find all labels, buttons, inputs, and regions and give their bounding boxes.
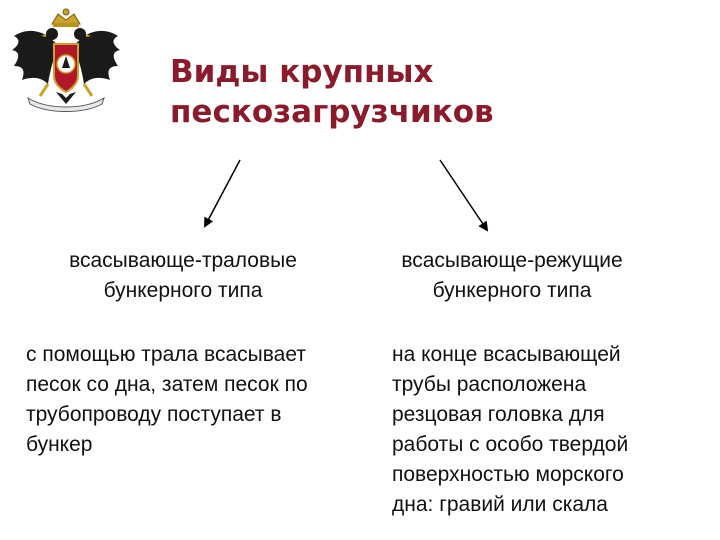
left-desc-line: песок со дна, затем песок по (26, 373, 308, 396)
right-desc-line: дна: гравий или скала (392, 493, 608, 516)
right-desc-line: на конце всасывающей (392, 343, 621, 366)
title-line-1: Виды крупных (170, 54, 434, 90)
right-desc-line: трубы расположена (392, 373, 587, 396)
left-type-label: всасывающе-траловые бункерного типа (18, 246, 348, 306)
right-wing-icon (74, 30, 120, 84)
title-line-2: пескозагрузчиков (170, 94, 494, 130)
right-type-line-2: бункерного типа (432, 279, 592, 302)
right-type-line-1: всасывающе-режущие (401, 249, 623, 272)
right-desc-line: поверхностью морского (392, 463, 624, 486)
right-description: на конце всасывающей трубы расположена р… (392, 340, 692, 520)
left-type-line-1: всасывающе-траловые (69, 249, 297, 272)
left-desc-line: с помощью трала всасывает (26, 343, 306, 366)
ribbon-icon (27, 96, 105, 112)
left-head-icon (46, 28, 58, 40)
left-desc-line: бункер (26, 433, 93, 456)
right-desc-line: резцовая головка для (392, 403, 605, 426)
double-headed-eagle-crest-icon (12, 8, 120, 112)
left-description: с помощью трала всасывает песок со дна, … (26, 340, 366, 460)
slide-title: Виды крупных пескозагрузчиков (170, 52, 650, 132)
right-desc-line: работы с особо твердой (392, 433, 629, 456)
left-desc-line: трубопроводу поступает в (26, 403, 282, 426)
left-type-line-2: бункерного типа (103, 279, 263, 302)
crown-icon (51, 8, 81, 27)
right-head-icon (74, 28, 86, 40)
left-arrow (204, 159, 241, 228)
tail-icon (56, 92, 76, 104)
right-arrow (439, 159, 489, 232)
left-wing-icon (12, 30, 58, 84)
right-type-label: всасывающе-режущие бункерного типа (362, 246, 662, 306)
